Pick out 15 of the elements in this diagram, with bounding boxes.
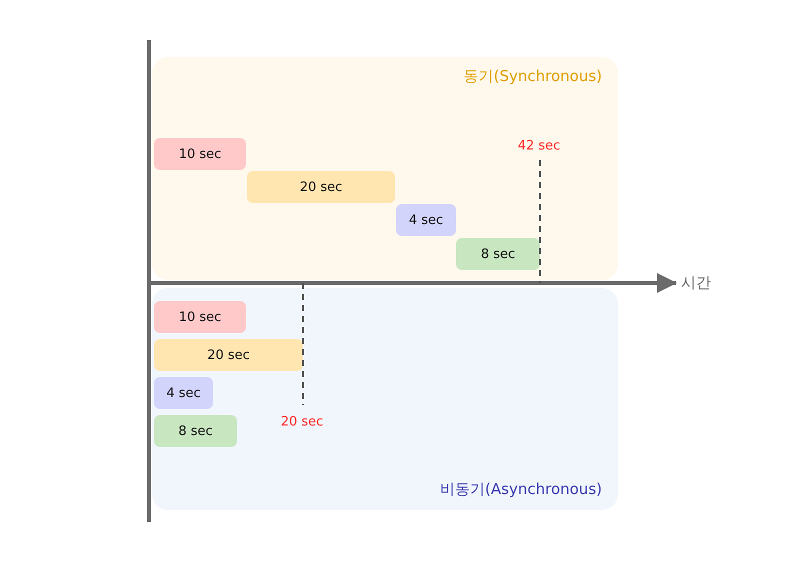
task-duration-bar: 8 sec bbox=[154, 415, 237, 447]
timeline-panel bbox=[152, 288, 618, 510]
axis-label: 시간 bbox=[681, 274, 711, 292]
marker-label: 42 sec bbox=[518, 138, 560, 154]
task-duration-bar: 4 sec bbox=[396, 204, 456, 236]
marker-label: 20 sec bbox=[280, 414, 324, 430]
task-duration-bar: 20 sec bbox=[247, 171, 395, 203]
task-duration-bar: 4 sec bbox=[154, 377, 213, 409]
task-duration-bar: 20 sec bbox=[154, 339, 303, 371]
timeline-panel bbox=[152, 57, 618, 280]
panel-title: 동기(Synchronous) bbox=[464, 67, 602, 86]
task-duration-bar: 8 sec bbox=[456, 238, 540, 270]
task-duration-bar: 10 sec bbox=[154, 138, 246, 170]
panel-title: 비동기(Asynchronous) bbox=[440, 480, 602, 499]
task-duration-bar: 10 sec bbox=[154, 301, 246, 333]
